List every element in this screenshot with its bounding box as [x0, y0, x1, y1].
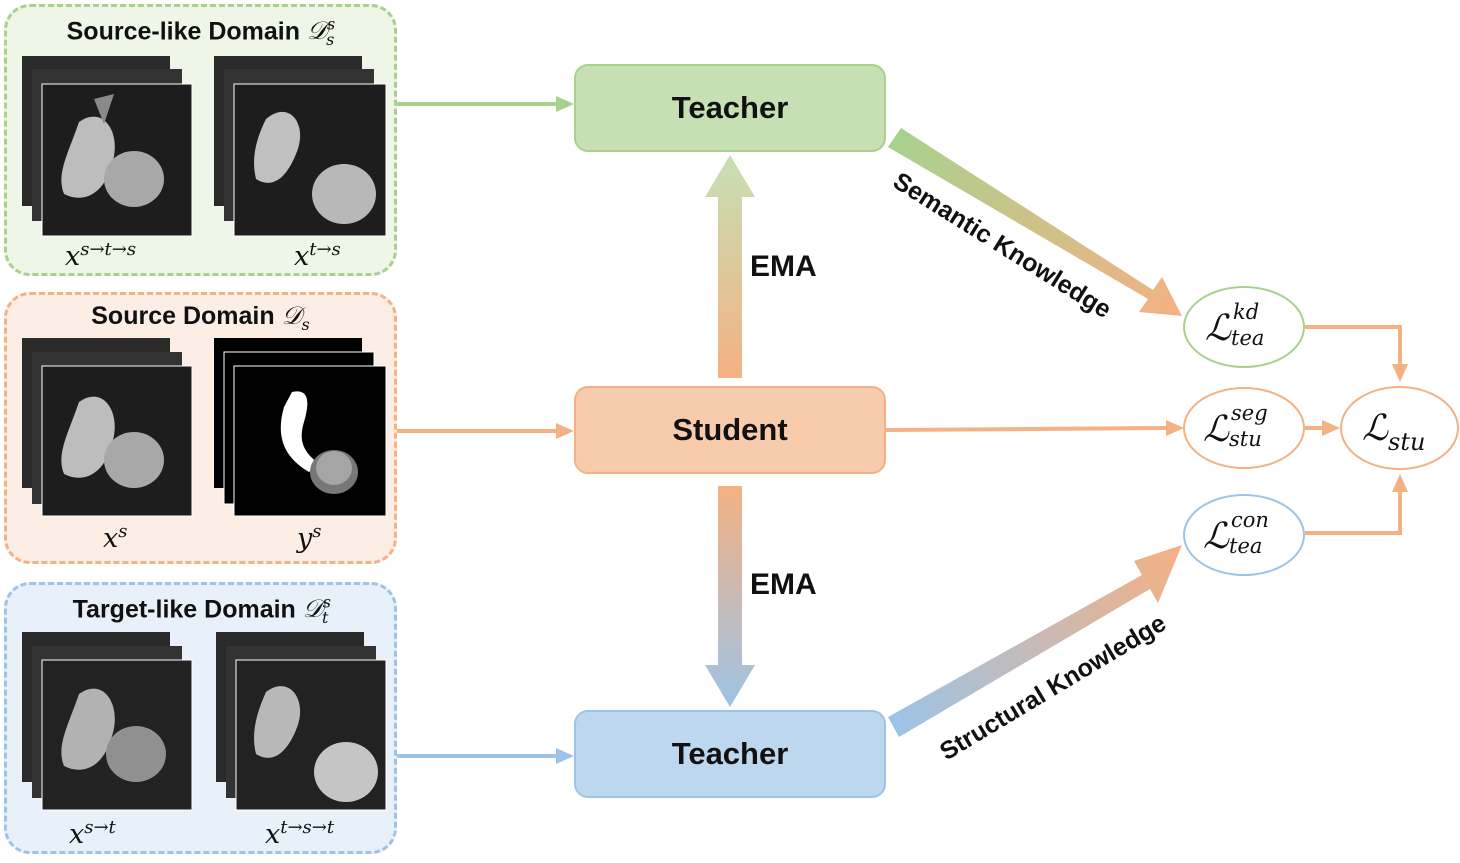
domain-symbol: 𝒟s — [281, 301, 310, 334]
caption-base: y — [297, 523, 313, 554]
image-stack-source-1 — [22, 338, 193, 517]
caption-base: x — [65, 241, 81, 272]
caption-sup: t→s — [309, 239, 341, 260]
arrow-source-to-student — [397, 423, 574, 439]
ema-bottom-label: EMA — [750, 568, 817, 601]
ema-up-arrow — [705, 155, 755, 378]
student-node: Student — [574, 386, 886, 474]
domain-symbol-sub: s — [301, 315, 310, 334]
caption-source-2: ys — [297, 521, 322, 554]
caption-base: x — [103, 523, 119, 554]
source-domain-title: Source Domain 𝒟s — [7, 301, 394, 334]
image-stack-source-like-1 — [22, 56, 193, 237]
ema-down-arrow — [705, 486, 755, 707]
caption-source-1: xs — [103, 521, 127, 554]
domain-symbol-sub: t — [321, 608, 329, 628]
loss-kd: ℒ kd tea — [1183, 286, 1305, 368]
domain-symbol: 𝒟ss — [306, 15, 336, 49]
target-like-domain-title: Target-like Domain 𝒟st — [7, 593, 394, 627]
domain-symbol-sup: s — [322, 593, 331, 612]
domain-symbol-letter: 𝒟 — [281, 301, 302, 330]
caption-sup: t→s→t — [280, 817, 335, 838]
caption-target-like-1: xs→t — [69, 817, 116, 850]
target-like-image-stacks — [22, 632, 387, 811]
loss-sup: con — [1231, 508, 1269, 532]
arrow-seg-to-stu — [1305, 420, 1340, 436]
arrow-kd-to-stu — [1305, 325, 1408, 382]
loss-symbol: ℒ — [1205, 308, 1231, 349]
loss-symbol: ℒ — [1362, 408, 1388, 449]
caption-sup: s — [312, 521, 322, 542]
image-stack-source-like-2 — [214, 56, 387, 237]
domain-symbol: 𝒟st — [302, 593, 331, 627]
teacher-bottom-label: Teacher — [671, 736, 789, 771]
loss-con: ℒ con tea — [1183, 494, 1305, 576]
domain-symbol-sub: s — [326, 30, 335, 50]
source-like-domain-title: Source-like Domain 𝒟ss — [7, 15, 394, 49]
ema-top-label: EMA — [750, 250, 817, 283]
loss-sub: stu — [1229, 427, 1262, 451]
loss-sup: kd — [1233, 300, 1260, 324]
arrow-con-to-stu — [1305, 474, 1408, 535]
loss-seg: ℒ seg stu — [1183, 387, 1305, 469]
teacher-top-label: Teacher — [671, 90, 789, 125]
loss-sub: tea — [1229, 534, 1263, 558]
image-stack-source-label — [214, 338, 387, 517]
teacher-top-node: Teacher — [574, 64, 886, 152]
arrow-target-like-to-teacher — [397, 748, 574, 764]
domain-symbol-letter: 𝒟 — [302, 594, 323, 624]
arrow-student-to-seg-loss — [885, 420, 1184, 436]
loss-stu: ℒ stu — [1340, 386, 1459, 470]
caption-source-like-2: xt→s — [294, 239, 341, 272]
semantic-knowledge-arrow — [888, 128, 1182, 316]
image-stack-target-like-1 — [22, 632, 193, 811]
teacher-bottom-node: Teacher — [574, 710, 886, 798]
domain-symbol-sup: s — [326, 15, 336, 34]
caption-sup: s→t — [84, 817, 116, 838]
domain-title-text: Target-like Domain — [72, 595, 303, 624]
target-like-domain-panel: Target-like Domain 𝒟st xs→t xt→s→t — [4, 582, 397, 854]
loss-sub: stu — [1388, 428, 1426, 456]
caption-base: x — [294, 241, 310, 272]
loss-sub: tea — [1231, 326, 1265, 350]
structural-knowledge-arrow — [888, 545, 1182, 737]
domain-title-text: Source Domain — [91, 302, 282, 330]
caption-source-like-1: xs→t→s — [65, 239, 136, 272]
caption-sup: s — [118, 521, 128, 542]
domain-symbol-letter: 𝒟 — [306, 16, 327, 46]
loss-sup: seg — [1231, 401, 1268, 425]
caption-sup: s→t→s — [80, 239, 137, 260]
student-label: Student — [672, 412, 788, 447]
source-like-domain-panel: Source-like Domain 𝒟ss xs→t→s xt→s — [4, 4, 397, 276]
source-like-image-stacks — [22, 56, 387, 237]
caption-base: x — [265, 819, 281, 850]
arrow-source-like-to-teacher — [397, 96, 574, 112]
domain-title-text: Source-like Domain — [66, 17, 307, 46]
source-domain-panel: Source Domain 𝒟s xs ys — [4, 292, 397, 564]
loss-symbol: ℒ — [1203, 516, 1229, 557]
caption-base: x — [69, 819, 85, 850]
caption-target-like-2: xt→s→t — [265, 817, 334, 850]
loss-symbol: ℒ — [1203, 409, 1229, 450]
image-stack-target-like-2 — [216, 632, 387, 811]
source-image-stacks — [22, 338, 387, 517]
